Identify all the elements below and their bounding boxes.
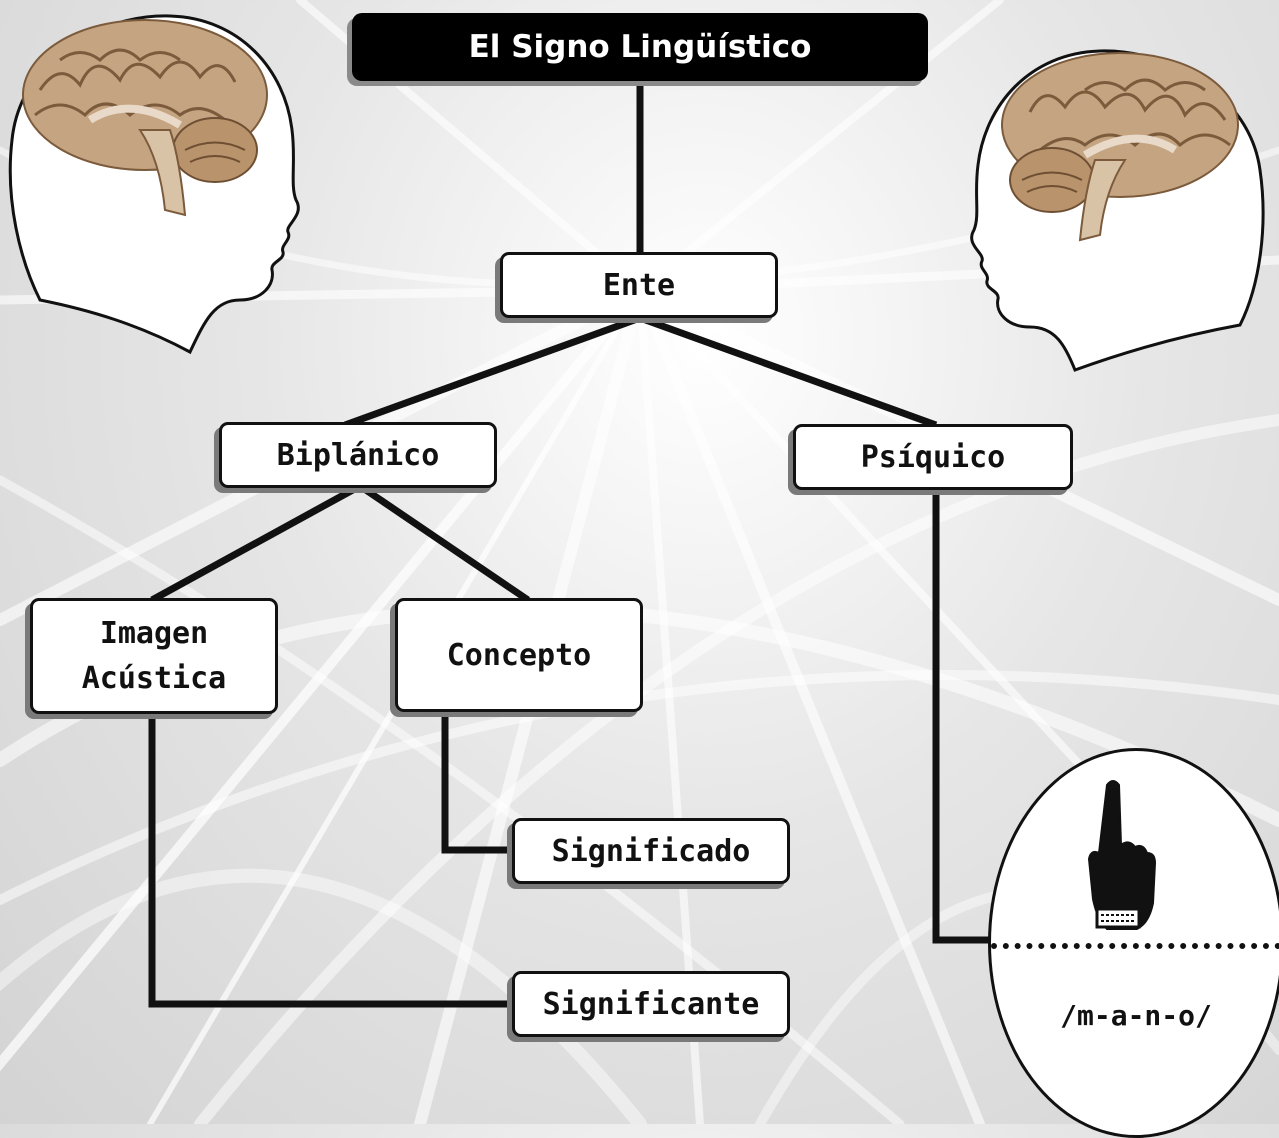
connector-psiquico-egg bbox=[932, 490, 1000, 944]
node-imagen-acustica-line2: Acústica bbox=[81, 661, 227, 696]
connector-concepto-significado bbox=[441, 712, 515, 854]
phoneme-label: /m-a-n-o/ bbox=[1060, 999, 1212, 1032]
diagram-title: El Signo Lingüístico bbox=[352, 13, 928, 81]
node-significado: Significado bbox=[512, 818, 790, 884]
connector-biplanico-concepto bbox=[358, 483, 530, 603]
node-biplanico: Biplánico bbox=[219, 422, 497, 488]
sign-divider bbox=[991, 943, 1279, 949]
node-imagen-acustica-line1: Imagen bbox=[99, 616, 209, 651]
pointing-hand-icon bbox=[1087, 780, 1157, 930]
node-imagen-acustica: Imagen Acústica bbox=[30, 598, 278, 714]
brain-head-left-icon bbox=[8, 14, 300, 355]
node-significante: Significante bbox=[512, 971, 790, 1037]
connector-imagen-significante bbox=[148, 712, 515, 1008]
connector-biplanico-imagen bbox=[150, 482, 362, 604]
sign-ellipse: /m-a-n-o/ bbox=[988, 748, 1279, 1138]
brain-head-right-icon bbox=[970, 49, 1265, 372]
node-concepto: Concepto bbox=[395, 598, 643, 712]
connector-ente-psiquico bbox=[638, 314, 938, 429]
node-psiquico: Psíquico bbox=[793, 424, 1073, 490]
connector-ente-biplanico bbox=[343, 314, 642, 429]
node-ente: Ente bbox=[500, 252, 778, 318]
